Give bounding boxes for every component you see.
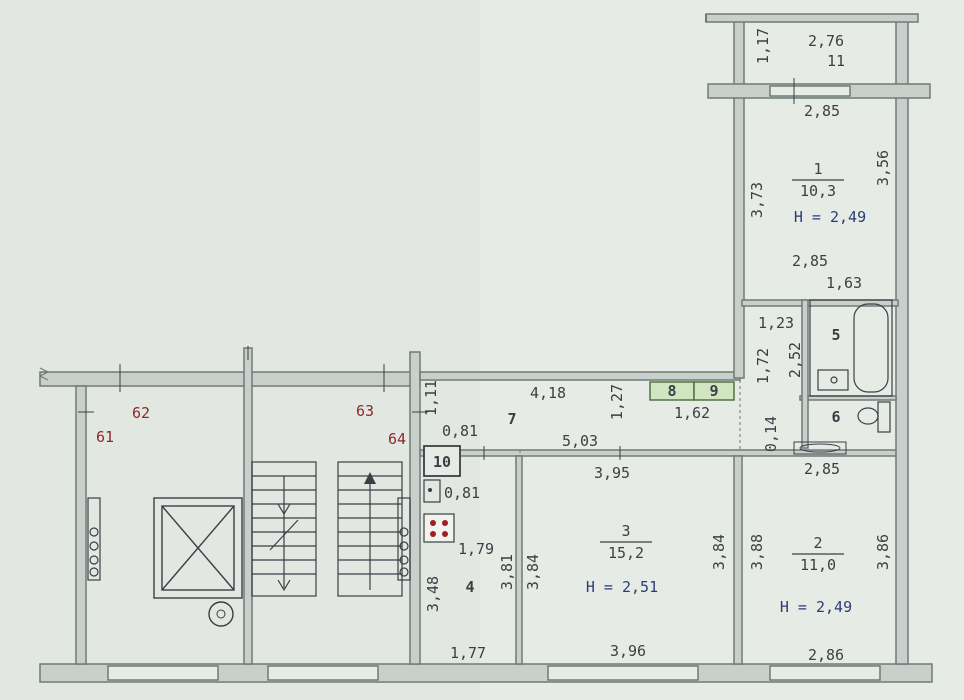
dim-2-85-top: 2,85 xyxy=(804,102,840,120)
dim-3-81: 3,81 xyxy=(498,554,516,590)
wall-room3-room2 xyxy=(733,455,743,665)
window-bottom-1 xyxy=(107,665,219,681)
wall-stair-top xyxy=(39,371,421,387)
dim-1-23: 1,23 xyxy=(758,314,794,332)
dim-1-27: 1,27 xyxy=(608,384,626,420)
wall-tower-right xyxy=(895,17,909,665)
sink-corridor xyxy=(793,441,847,455)
room-1-number: 1 xyxy=(813,160,822,178)
dim-5-03: 5,03 xyxy=(562,432,598,450)
wall-bath-inner xyxy=(801,299,809,449)
wall-stair-right xyxy=(409,351,421,665)
room-7-number: 7 xyxy=(507,410,516,428)
dim-1-62: 1,62 xyxy=(674,404,710,422)
toilet xyxy=(857,401,891,433)
wall-corridor-top xyxy=(419,371,741,381)
wall-corridor-bottom xyxy=(419,449,899,457)
room-5-number: 5 xyxy=(831,326,840,344)
stair-label-61: 61 xyxy=(96,428,114,446)
dim-1-17: 1,17 xyxy=(754,28,772,64)
room-3-number: 3 xyxy=(621,522,630,540)
stair-label-62: 62 xyxy=(132,404,150,422)
break-mark-left xyxy=(38,367,50,381)
room-3-height: Н = 2,51 xyxy=(586,578,658,596)
wall-tower-left xyxy=(733,17,745,379)
dim-1-77: 1,77 xyxy=(450,644,486,662)
stairs-up xyxy=(337,461,403,597)
dim-3-56: 3,56 xyxy=(874,150,892,186)
room-4-number: 4 xyxy=(465,578,474,596)
stair-label-64: 64 xyxy=(388,430,406,448)
wall-stair-left xyxy=(75,385,87,665)
dim-3-73: 3,73 xyxy=(748,182,766,218)
window-bottom-4 xyxy=(769,665,881,681)
room-3-area: 15,2 xyxy=(608,544,644,562)
dim-0-81-a: 0,81 xyxy=(442,422,478,440)
room-2-number: 2 xyxy=(813,534,822,552)
room-8-number: 8 xyxy=(667,382,676,400)
elevator-button xyxy=(208,601,234,627)
stairs-up-arrow xyxy=(364,472,376,484)
stairs-down xyxy=(251,461,317,597)
doorway-marks xyxy=(519,380,741,456)
dim-2-85-mid: 2,85 xyxy=(792,252,828,270)
dimension-ticks xyxy=(78,78,795,460)
dim-3-88: 3,88 xyxy=(748,534,766,570)
bathtub xyxy=(809,299,893,397)
dim-3-84-a: 3,84 xyxy=(524,554,542,590)
elevator-shaft xyxy=(153,497,243,599)
radiator-left xyxy=(87,497,101,581)
room-1-area: 10,3 xyxy=(800,182,836,200)
dim-3-48: 3,48 xyxy=(424,576,442,612)
dim-0-81-b: 0,81 xyxy=(444,484,480,502)
paper-fold-shade xyxy=(0,0,480,700)
dim-1-72: 1,72 xyxy=(754,348,772,384)
dim-3-96: 3,96 xyxy=(610,642,646,660)
dim-3-95: 3,95 xyxy=(594,464,630,482)
room-9-number: 9 xyxy=(709,382,718,400)
stair-label-63: 63 xyxy=(356,402,374,420)
dim-0-14: 0,14 xyxy=(762,416,780,452)
room-11-number: 11 xyxy=(827,52,845,70)
wall-room4-room3 xyxy=(515,455,523,665)
exterior-wall-bottom xyxy=(39,663,933,683)
stove-icon xyxy=(423,513,455,543)
room-1-height: Н = 2,49 xyxy=(794,208,866,226)
dim-3-84-b: 3,84 xyxy=(710,534,728,570)
window-balcony xyxy=(769,85,851,97)
room-6-number: 6 xyxy=(831,408,840,426)
wall-stair-mid xyxy=(243,347,253,665)
wall-bath-wc xyxy=(799,395,897,401)
room-10-number: 10 xyxy=(433,453,451,471)
wall-top xyxy=(705,13,919,23)
dim-2-86: 2,86 xyxy=(808,646,844,664)
dim-4-18: 4,18 xyxy=(530,384,566,402)
dim-1-11: 1,11 xyxy=(422,380,440,416)
room-2-area: 11,0 xyxy=(800,556,836,574)
closet-10-box xyxy=(423,445,461,477)
kitchen-sink xyxy=(423,479,441,503)
dim-1-79: 1,79 xyxy=(458,540,494,558)
dim-2-85-low: 2,85 xyxy=(804,460,840,478)
dim-2-52: 2,52 xyxy=(786,342,804,378)
walls xyxy=(39,13,933,683)
dim-1-63: 1,63 xyxy=(826,274,862,292)
window-bottom-2 xyxy=(267,665,379,681)
window-bottom-3 xyxy=(547,665,699,681)
pantry-9-box xyxy=(693,381,735,401)
room-2-height: Н = 2,49 xyxy=(780,598,852,616)
dim-2-76: 2,76 xyxy=(808,32,844,50)
wall-bath-top xyxy=(741,299,899,307)
dim-3-86: 3,86 xyxy=(874,534,892,570)
